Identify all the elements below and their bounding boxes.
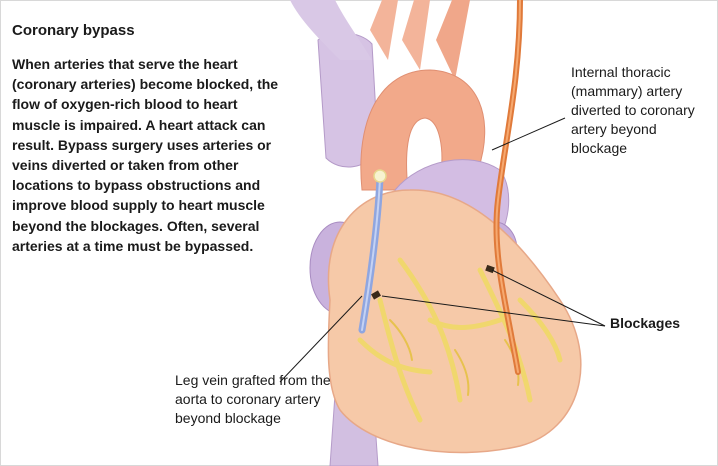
aortic-branch-2 [402, 0, 430, 70]
label-blockages: Blockages [610, 314, 680, 333]
label-thoracic-artery: Internal thoracic (mammary) artery diver… [571, 63, 716, 158]
aortic-branch-3 [436, 0, 470, 80]
label-leg-vein: Leg vein grafted from the aorta to coron… [175, 371, 335, 428]
page-title: Coronary bypass [12, 22, 135, 39]
graft-suture-site [374, 170, 386, 182]
description-text: When arteries that serve the heart (coro… [12, 54, 287, 256]
aortic-branch-1 [370, 0, 398, 60]
